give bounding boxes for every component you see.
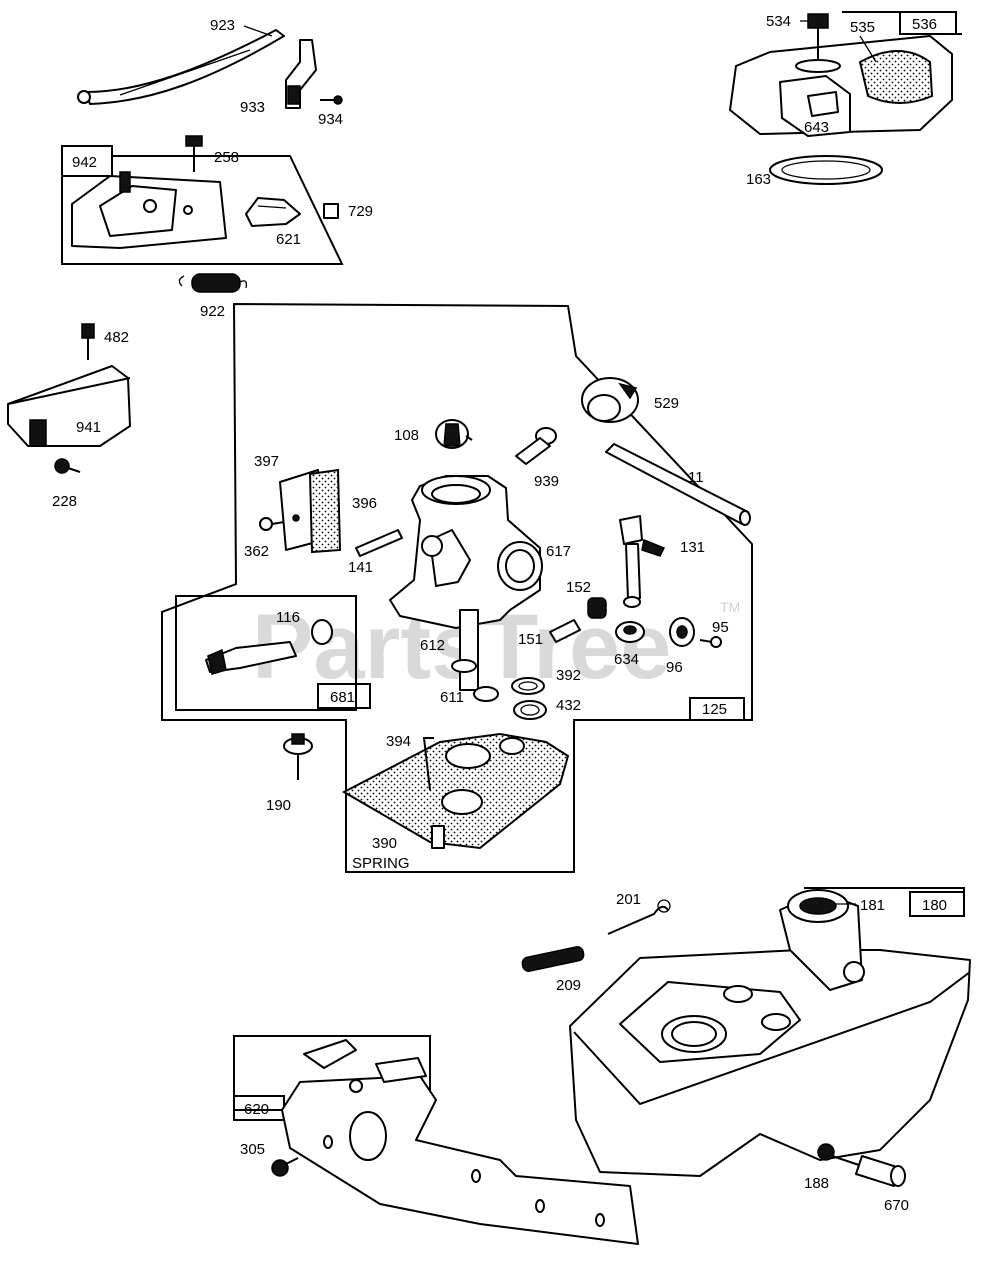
bracket-941-part xyxy=(7,365,131,447)
screw-95-part xyxy=(699,636,722,648)
group-label-180: 180 xyxy=(922,897,947,914)
callout-152: 152 xyxy=(566,579,591,596)
callout-95: 95 xyxy=(712,619,729,636)
callout-131: 131 xyxy=(680,539,705,556)
control-bracket-part xyxy=(71,171,227,249)
spring-922-part xyxy=(178,273,248,293)
pin-141-part xyxy=(355,529,403,557)
callout-116: 116 xyxy=(276,609,300,626)
callout-611: 611 xyxy=(440,689,464,706)
group-box-942 xyxy=(61,145,113,177)
group-label-125: 125 xyxy=(702,701,727,718)
screw-362-part xyxy=(259,517,285,531)
bolt-188-part xyxy=(817,1143,863,1167)
callout-163: 163 xyxy=(746,171,771,188)
callout-922: 922 xyxy=(200,303,225,320)
callout-141: 141 xyxy=(348,559,373,576)
callout-933: 933 xyxy=(240,99,265,116)
callout-612: 612 xyxy=(420,637,445,654)
callout-729: 729 xyxy=(348,203,373,220)
lever-621-part xyxy=(245,197,301,227)
callout-934: 934 xyxy=(318,111,343,128)
pickup-tube-131-part xyxy=(619,515,666,608)
callout-190: 190 xyxy=(266,797,291,814)
clip-part xyxy=(285,39,317,109)
callout-228: 228 xyxy=(52,493,77,510)
spring-152-part xyxy=(587,597,607,619)
callout-11: 11 xyxy=(688,469,704,486)
spacer-670-part xyxy=(855,1155,906,1187)
callout-390: 390 xyxy=(372,835,397,852)
group-outline-125 xyxy=(161,302,753,873)
callout-96: 96 xyxy=(666,659,683,676)
callout-923: 923 xyxy=(210,17,235,34)
callout-397: 397 xyxy=(254,453,279,470)
group-box-125 xyxy=(689,697,745,721)
air-cleaner-part xyxy=(729,13,953,137)
callout-939: 939 xyxy=(534,473,559,490)
callout-209: 209 xyxy=(556,977,581,994)
seal-529-part xyxy=(581,377,639,423)
needle-valve-116-part xyxy=(205,619,333,675)
gasket-432-part xyxy=(513,700,547,720)
callout-396: 396 xyxy=(352,495,377,512)
group-box-180 xyxy=(909,891,965,917)
callout-617: 617 xyxy=(546,543,571,560)
fuel-tank-part xyxy=(569,889,971,1177)
control-plate-part xyxy=(281,1039,639,1245)
callout-643: 643 xyxy=(804,119,829,136)
gasket-163-part xyxy=(769,155,883,185)
clip-729-part xyxy=(323,203,339,219)
group-label-681: 681 xyxy=(330,689,355,706)
fitting-939-part xyxy=(515,427,557,465)
callout-362: 362 xyxy=(244,543,269,560)
group-label-942: 942 xyxy=(72,154,97,171)
note-spring: SPRING xyxy=(352,855,410,872)
callout-529: 529 xyxy=(654,395,679,412)
callout-201: 201 xyxy=(616,891,641,908)
group-label-620: 620 xyxy=(244,1101,269,1118)
governor-link-part xyxy=(77,29,285,105)
bolt-190-part xyxy=(283,733,313,780)
group-outline-681 xyxy=(175,595,357,711)
callout-534: 534 xyxy=(766,13,791,30)
callout-621: 621 xyxy=(276,231,301,248)
callout-482: 482 xyxy=(104,329,129,346)
screw-151-part xyxy=(549,619,581,643)
link-201-part xyxy=(607,899,671,935)
bolt-482-part xyxy=(81,323,95,360)
callout-151: 151 xyxy=(518,631,543,648)
callout-258: 258 xyxy=(214,149,239,166)
watermark-trademark: TM xyxy=(720,599,740,615)
bolt-258-part xyxy=(185,135,203,172)
callout-181: 181 xyxy=(860,897,885,914)
fuel-line-11-part xyxy=(605,443,751,526)
group-label-536: 536 xyxy=(912,16,937,33)
callout-941: 941 xyxy=(76,419,101,436)
diaphragm-394-part xyxy=(341,732,570,850)
callout-634: 634 xyxy=(614,651,639,668)
screw-305-part xyxy=(271,1157,299,1177)
callout-535: 535 xyxy=(850,19,875,36)
knob-108-part xyxy=(435,419,473,449)
pad-396-part xyxy=(308,468,342,554)
callout-392: 392 xyxy=(556,667,581,684)
callout-108: 108 xyxy=(394,427,419,444)
screw-228-part xyxy=(54,458,81,474)
gasket-392-part xyxy=(511,677,545,695)
callout-394: 394 xyxy=(386,733,411,750)
nut-96-part xyxy=(669,617,695,647)
tube-611-part xyxy=(473,686,499,702)
callout-188: 188 xyxy=(804,1175,829,1192)
group-box-536 xyxy=(899,11,957,35)
callout-670: 670 xyxy=(884,1197,909,1214)
callout-432: 432 xyxy=(556,697,581,714)
group-box-681 xyxy=(317,683,371,709)
spring-209-part xyxy=(521,946,585,972)
callout-305: 305 xyxy=(240,1141,265,1158)
